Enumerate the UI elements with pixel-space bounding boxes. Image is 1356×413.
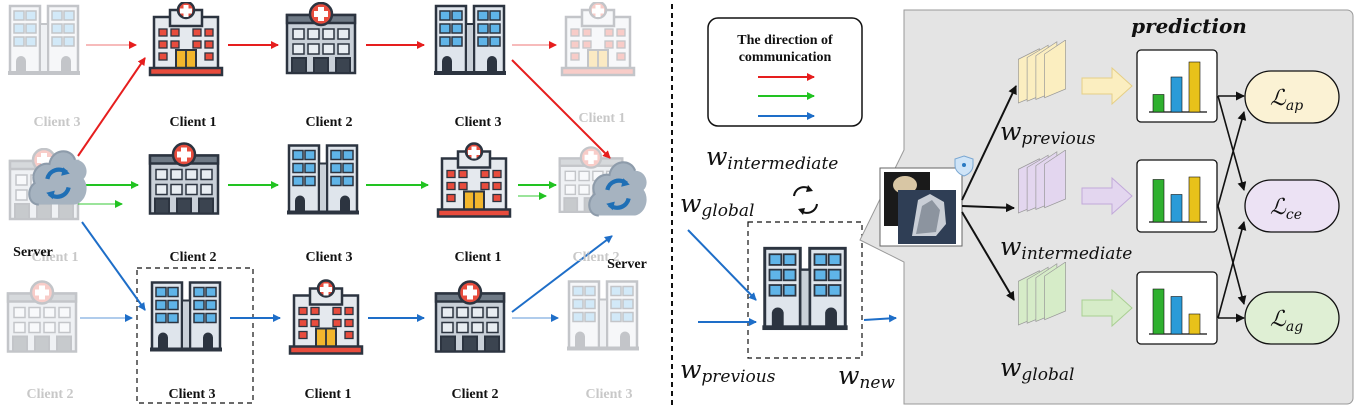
building-icon	[565, 280, 641, 352]
legend-title: communication	[739, 50, 832, 65]
client-label: Client 1	[304, 387, 351, 402]
loss-label: ℒag	[1270, 307, 1303, 335]
loss-label: ℒap	[1270, 86, 1303, 114]
client-label: Client 1	[454, 250, 501, 265]
shield-icon	[954, 155, 974, 177]
left-panel: Client 3 Client 1 Client 2 Client 3 Clie…	[6, 2, 647, 404]
prediction-bar	[1152, 94, 1165, 113]
building-icon	[285, 144, 361, 216]
input-image	[879, 167, 963, 247]
middle-section: The direction of communication wintermed…	[680, 17, 897, 393]
client-label: Client 2	[26, 387, 73, 402]
client-label: Client 3	[454, 115, 501, 130]
client-label: Client 3	[585, 387, 632, 402]
prediction-bar	[1152, 288, 1165, 335]
refresh-icon	[793, 185, 818, 215]
w-global-label: wglobal	[680, 189, 754, 221]
clinic-icon	[6, 280, 78, 353]
building-icon	[148, 281, 224, 353]
highlight-box	[136, 267, 254, 404]
building-icon	[432, 4, 508, 77]
hospital-icon	[436, 142, 512, 218]
client-label: Client 1	[169, 115, 216, 130]
arrow	[961, 85, 1017, 201]
prediction-bar	[1188, 313, 1201, 335]
legend-box	[707, 17, 863, 127]
w-intermediate-label: wintermediate	[706, 142, 838, 174]
arrow	[81, 221, 146, 311]
prediction-bar	[1170, 76, 1183, 113]
arrow	[1217, 221, 1247, 319]
client-label: Client 2	[169, 250, 216, 265]
right-panel: prediction wprevious ℒap wintermediate ℒce w…	[859, 9, 1354, 405]
loss-node	[1244, 179, 1340, 233]
arrow	[961, 203, 1015, 213]
server-label: Server	[13, 245, 53, 260]
client-label: Client 3	[33, 115, 80, 130]
arrow	[1217, 205, 1247, 305]
loss-node	[1244, 70, 1340, 124]
arrow	[511, 59, 611, 159]
aggregation-box	[747, 221, 863, 359]
clinic-icon	[285, 2, 357, 75]
arrow	[77, 57, 146, 157]
client-label: Client 3	[168, 387, 215, 402]
client-label: Client 2	[305, 115, 352, 130]
prediction-bar	[1170, 194, 1183, 223]
loss-label: ℒce	[1270, 195, 1302, 223]
client-label: Client 2	[572, 250, 619, 265]
arrow	[511, 235, 613, 313]
hospital-icon	[560, 2, 636, 77]
client-label: Client 2	[451, 387, 498, 402]
w-new-label: wnew	[838, 361, 895, 393]
model-output-arrow	[1081, 66, 1133, 106]
building-icon	[6, 4, 82, 77]
prediction-title: prediction	[1131, 14, 1247, 38]
prediction-bar	[1188, 61, 1201, 113]
model-weight-label: wglobal	[1000, 353, 1074, 385]
model-weight-label: wprevious	[1000, 117, 1096, 149]
arrow	[961, 211, 1015, 301]
arrow	[1217, 111, 1247, 207]
model-output-arrow	[1081, 288, 1133, 328]
hospital-icon	[288, 279, 364, 355]
loss-node	[1244, 291, 1340, 345]
client-label: Client 3	[305, 250, 352, 265]
legend-title: The direction of	[737, 33, 833, 48]
arrow	[1217, 95, 1247, 191]
client-label: Client 1	[31, 250, 78, 265]
server-label: Server	[607, 257, 647, 272]
arrow	[687, 229, 757, 301]
prediction-bar	[1152, 179, 1165, 223]
prediction-bar	[1170, 296, 1183, 335]
arrow	[863, 314, 897, 323]
model-weight-label: wintermediate	[1000, 232, 1132, 264]
clinic-icon	[434, 280, 506, 353]
building-icon	[760, 246, 850, 332]
client-label: Client 1	[578, 111, 625, 126]
clinic-icon	[148, 142, 220, 215]
prediction-panel	[859, 9, 1354, 405]
w-previous-label: wprevious	[680, 355, 776, 387]
model-output-arrow	[1081, 176, 1133, 216]
prediction-bar	[1188, 176, 1201, 223]
hospital-icon	[148, 2, 224, 77]
